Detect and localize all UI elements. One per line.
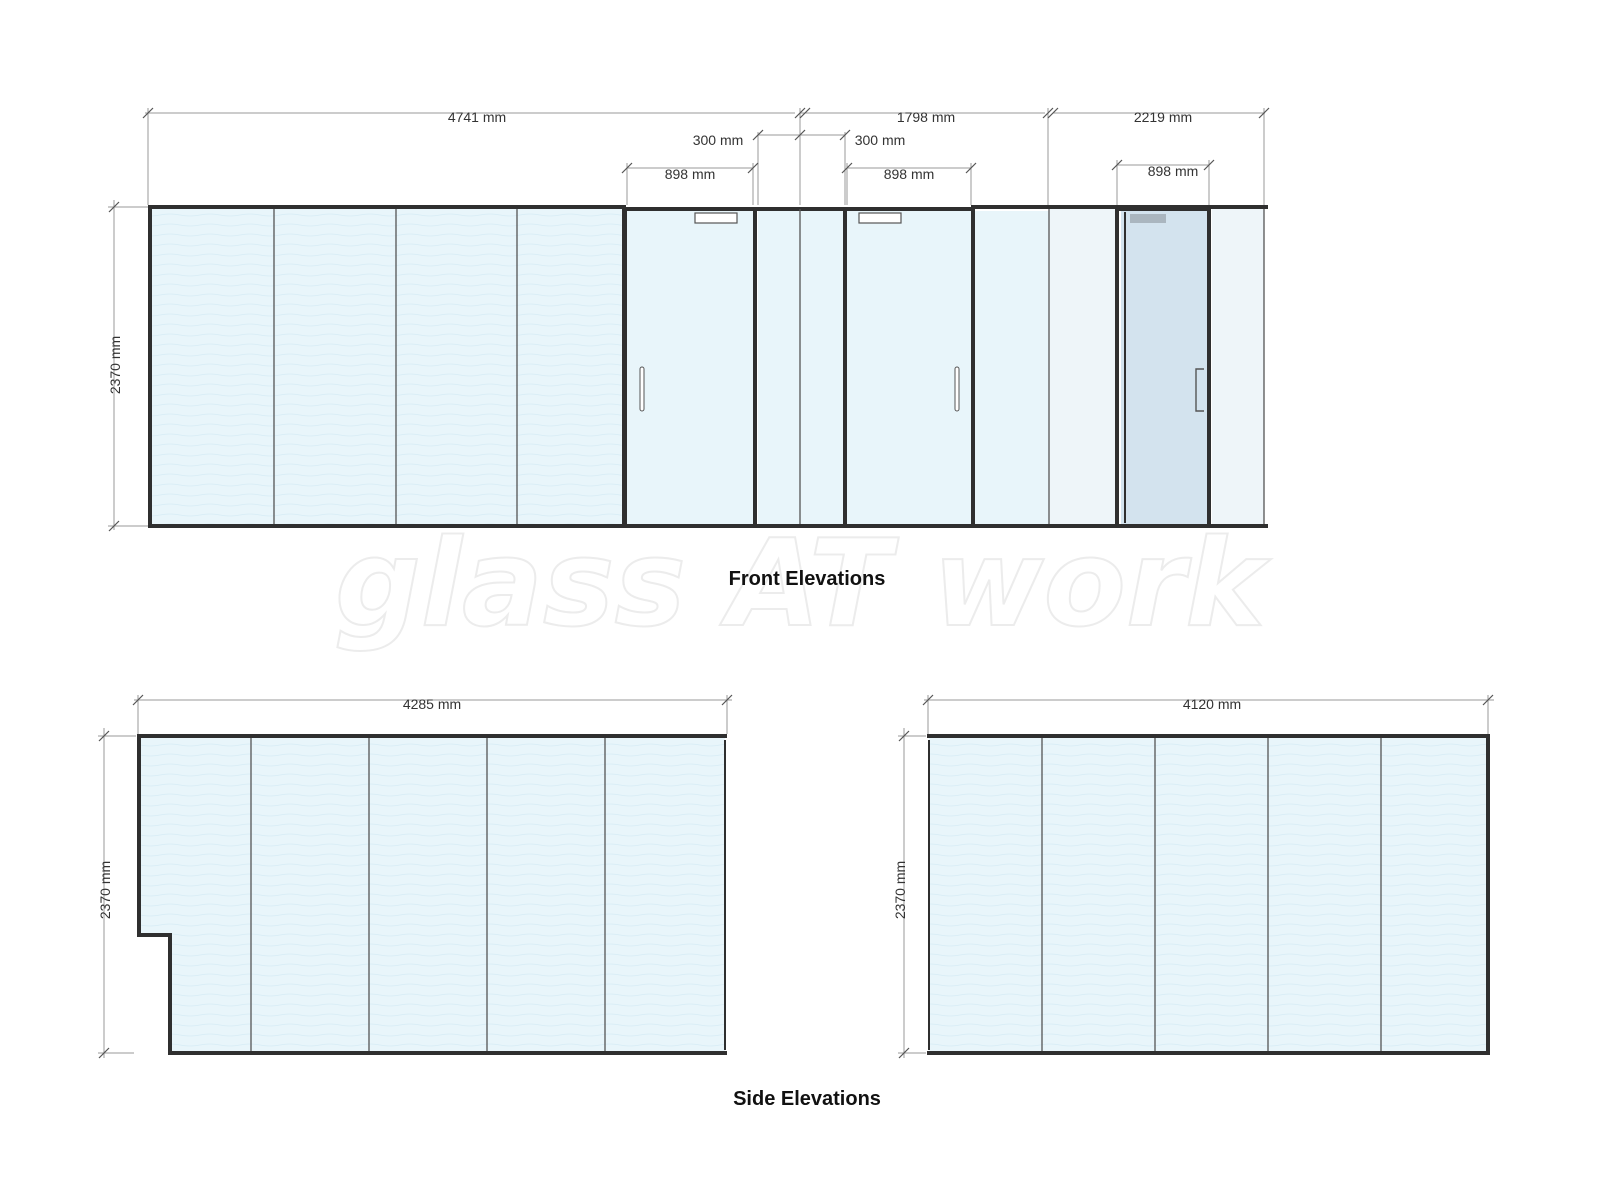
glass-sidelite-right — [800, 211, 843, 524]
dim-overall-right: 2219 mm — [1134, 109, 1192, 125]
door-closer-2 — [858, 212, 902, 224]
dim-side-right: 300 mm — [855, 132, 906, 148]
glass-side-right — [929, 736, 1486, 1053]
door-handle-2 — [954, 366, 960, 412]
frame-door-3 — [1115, 207, 1211, 528]
glass-door-2 — [847, 211, 971, 524]
glass-panel-light — [1049, 209, 1117, 524]
glass-panel-main — [150, 207, 623, 526]
frame-side-right — [927, 734, 1490, 1055]
side-elevation-right — [898, 694, 1494, 1059]
dim-overall-mid: 1798 mm — [897, 109, 955, 125]
dim-front-height: 2370 mm — [107, 336, 123, 394]
front-elevation — [148, 205, 1268, 528]
door-closer-3 — [1130, 214, 1166, 223]
dim-overall-left: 4741 mm — [448, 109, 506, 125]
glass-panel-right — [975, 211, 1049, 524]
dim-side-left: 300 mm — [693, 132, 744, 148]
glass-door-3-tinted — [1121, 211, 1207, 524]
front-dimensions — [108, 107, 1270, 532]
dim-side-left-width: 4285 mm — [403, 696, 461, 712]
door-handle-1 — [639, 366, 645, 412]
door-handle-3 — [1195, 368, 1204, 412]
dim-door-3: 898 mm — [1148, 163, 1199, 179]
glass-door-1 — [627, 211, 753, 524]
watermark-text: glass AT work — [335, 515, 1271, 654]
dim-side-right-height: 2370 mm — [892, 861, 908, 919]
side-elevations-title: Side Elevations — [733, 1088, 881, 1110]
door-closer-1 — [694, 212, 738, 224]
glass-panel-end — [1212, 209, 1264, 524]
dim-door-2: 898 mm — [884, 166, 935, 182]
glass-sidelite-left — [758, 211, 800, 524]
front-elevations-title: Front Elevations — [729, 568, 886, 590]
side-elevation-left — [98, 694, 733, 1059]
dim-side-left-height: 2370 mm — [97, 861, 113, 919]
dim-side-right-width: 4120 mm — [1183, 696, 1241, 712]
glass-side-left — [139, 736, 725, 1053]
frame-side-left — [137, 734, 727, 1055]
dim-door-1: 898 mm — [665, 166, 716, 182]
